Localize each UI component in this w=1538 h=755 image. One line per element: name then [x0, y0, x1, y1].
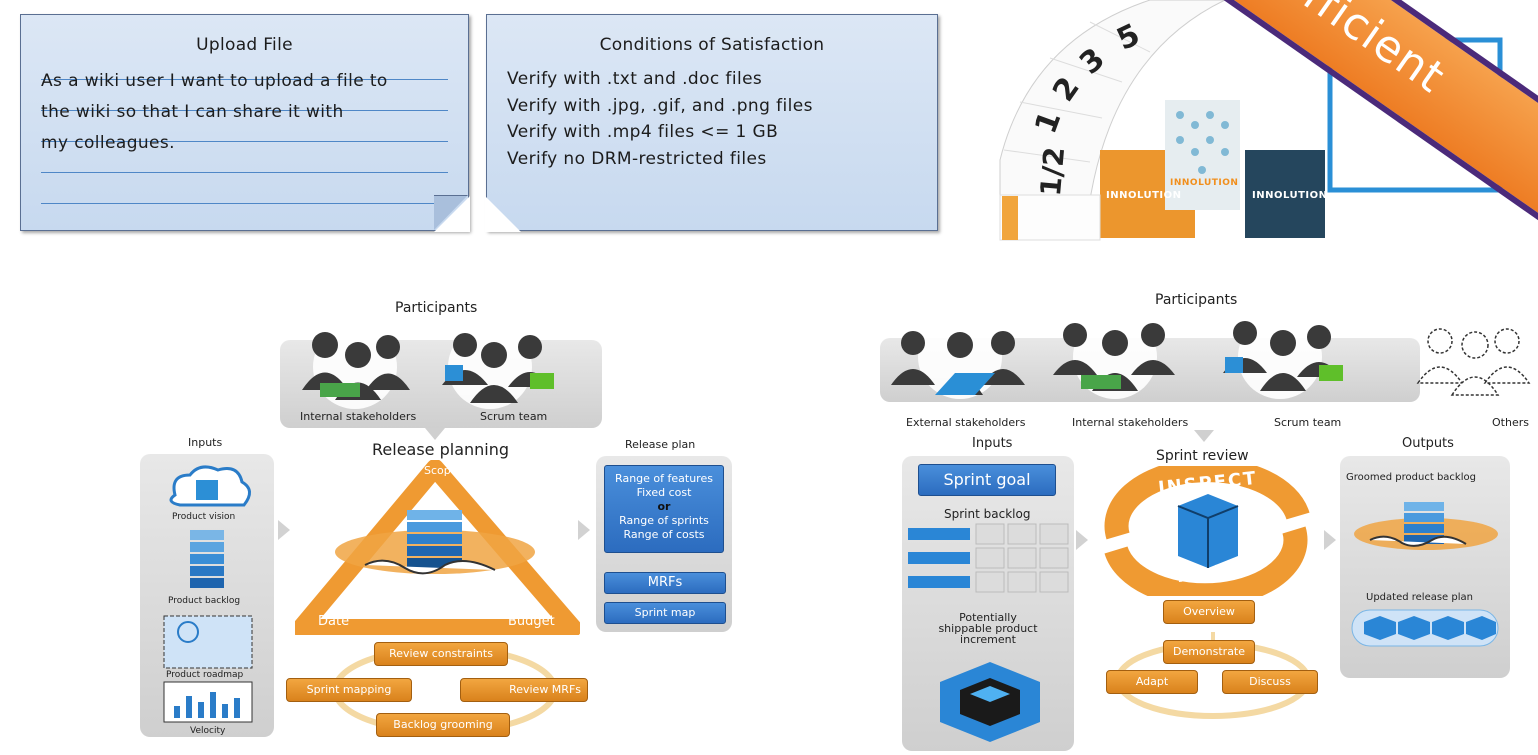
- center-arrow: [578, 520, 590, 540]
- participants-title: Participants: [395, 300, 478, 316]
- output-groomed-backlog: Groomed product backlog: [1346, 472, 1476, 483]
- input-product-vision: Product vision: [172, 512, 236, 522]
- card-rule: [41, 203, 448, 204]
- center-arrow: [1324, 530, 1336, 550]
- activity-review-mrfs: Review MRFs: [460, 678, 588, 702]
- release-plan-scope-box: Range of features Fixed cost or Range of…: [604, 465, 724, 553]
- release-triangle-graphic: [295, 460, 580, 635]
- condition-line: Verify no DRM-restricted files: [507, 149, 767, 169]
- participants-title: Participants: [1155, 292, 1238, 308]
- inputs-arrow: [1076, 530, 1088, 550]
- participant-external-stakeholders: External stakeholders: [906, 416, 1026, 429]
- brand-label: INNOLUTION: [1252, 190, 1328, 201]
- participant-scrum-team: Scrum team: [1274, 416, 1342, 429]
- activity-adapt: Adapt: [1106, 670, 1198, 694]
- user-story-line: my colleagues.: [41, 133, 175, 153]
- activity-review-constraints: Review constraints: [374, 642, 508, 666]
- card-rule: [41, 79, 448, 80]
- triangle-label-budget: Budget: [508, 614, 555, 629]
- outputs-title: Outputs: [1402, 436, 1454, 451]
- participants-people-icons: [302, 325, 554, 409]
- conditions-title: Conditions of Satisfaction: [599, 35, 825, 55]
- activity-discuss: Discuss: [1222, 670, 1318, 694]
- release-plan-icon: [1351, 609, 1499, 647]
- card-rule: [41, 172, 448, 173]
- sprint-backlog-label: Sprint backlog: [944, 507, 1031, 521]
- increment-line: shippable product: [938, 622, 1038, 635]
- condition-line: Verify with .jpg, .gif, and .png files: [507, 96, 813, 116]
- input-product-roadmap: Product roadmap: [166, 670, 244, 680]
- release-plan-mrfs: MRFs: [604, 572, 726, 594]
- plan-line: Range of costs: [623, 528, 705, 541]
- user-story-title: Upload File: [196, 35, 293, 55]
- plan-line: Range of features: [615, 472, 713, 485]
- user-story-card: Upload File As a wiki user I want to upl…: [20, 14, 470, 232]
- plan-line: or: [657, 500, 671, 513]
- release-plan-sprint-map: Sprint map: [604, 602, 726, 624]
- output-updated-release-plan: Updated release plan: [1366, 592, 1473, 603]
- input-velocity: Velocity: [190, 726, 226, 736]
- inputs-arrow: [278, 520, 290, 540]
- activity-backlog-grooming: Backlog grooming: [376, 713, 510, 737]
- plan-line: Range of sprints: [619, 514, 709, 527]
- increment-label: Potentially shippable product increment: [920, 612, 1056, 645]
- groomed-backlog-icon: [1354, 502, 1498, 550]
- participants-pointer: [425, 428, 445, 440]
- increment-line: increment: [960, 633, 1016, 646]
- activity-overview: Overview: [1163, 600, 1255, 624]
- brand-label: INNOLUTION: [1106, 190, 1182, 201]
- participants-pointer: [1194, 430, 1214, 442]
- condition-line: Verify with .txt and .doc files: [507, 69, 763, 89]
- inputs-icons: [163, 465, 253, 723]
- inputs-title: Inputs: [972, 436, 1013, 451]
- card-rule: [41, 110, 448, 111]
- triangle-label-scope: Scope: [424, 464, 458, 477]
- participant-others: Others: [1492, 416, 1529, 429]
- inputs-title: Inputs: [188, 436, 223, 449]
- inspect-adapt-cycle: [1104, 466, 1310, 596]
- release-planning-title: Release planning: [372, 440, 510, 459]
- participant-internal-stakeholders: Internal stakeholders: [300, 410, 417, 423]
- condition-line: Verify with .mp4 files <= 1 GB: [507, 122, 779, 142]
- card-fan-graphic: [999, 0, 1503, 241]
- conditions-card: Conditions of Satisfaction Verify with .…: [485, 14, 938, 232]
- card-rule: [41, 141, 448, 142]
- sprint-backlog-grid: [908, 523, 1069, 593]
- plan-line: Fixed cost: [636, 486, 692, 499]
- activity-sprint-mapping: Sprint mapping: [286, 678, 412, 702]
- brand-label: INNOLUTION: [1170, 178, 1239, 188]
- estimation-cards-image: 1/2 1 2 3 5 INNOLUTION INNOLUTION INNOLU…: [990, 0, 1538, 245]
- participant-scrum-team: Scrum team: [480, 410, 548, 423]
- activity-demonstrate: Demonstrate: [1163, 640, 1255, 664]
- participants-people-icons: [891, 315, 1531, 399]
- input-product-backlog: Product backlog: [168, 596, 241, 606]
- page-fold: [485, 196, 521, 232]
- user-story-line: the wiki so that I can share it with: [41, 102, 344, 122]
- release-plan-title: Release plan: [625, 438, 696, 451]
- increment-line: Potentially: [959, 611, 1017, 624]
- participant-internal-stakeholders: Internal stakeholders: [1072, 416, 1189, 429]
- sprint-review-title: Sprint review: [1156, 448, 1249, 464]
- estimate-card-half: 1/2: [1034, 145, 1072, 198]
- user-story-line: As a wiki user I want to upload a file t…: [41, 71, 388, 91]
- sprint-goal-box: Sprint goal: [918, 464, 1056, 496]
- increment-cube-icon: [940, 662, 1040, 742]
- triangle-label-date: Date: [318, 614, 350, 629]
